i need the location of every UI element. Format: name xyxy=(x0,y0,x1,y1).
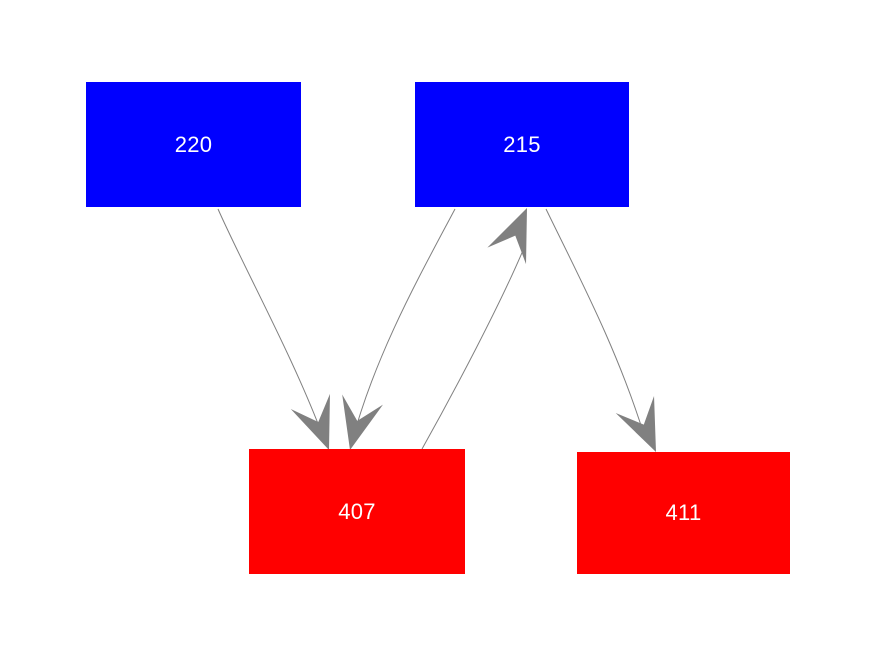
graph-node-215[interactable]: 215 xyxy=(415,82,629,207)
graph-edge-407-to-215 xyxy=(421,247,525,450)
node-label: 411 xyxy=(665,500,702,525)
graph-node-220[interactable]: 220 xyxy=(86,82,301,207)
graph-node-411[interactable]: 411 xyxy=(577,452,790,574)
arrowhead-icon-215-to-411 xyxy=(615,395,656,452)
graph-edge-215-to-407 xyxy=(351,208,456,443)
graph-edge-220-to-407 xyxy=(217,208,326,443)
arrowhead-icon-215-to-407 xyxy=(342,394,383,450)
graph-edge-215-to-411 xyxy=(545,208,646,439)
arrowhead-icon-220-to-407 xyxy=(290,393,330,450)
node-label: 407 xyxy=(338,498,376,524)
arrowhead-icon-407-to-215 xyxy=(487,208,527,265)
node-label: 215 xyxy=(503,131,541,157)
graph-node-407[interactable]: 407 xyxy=(249,449,465,574)
node-label: 220 xyxy=(174,131,213,157)
